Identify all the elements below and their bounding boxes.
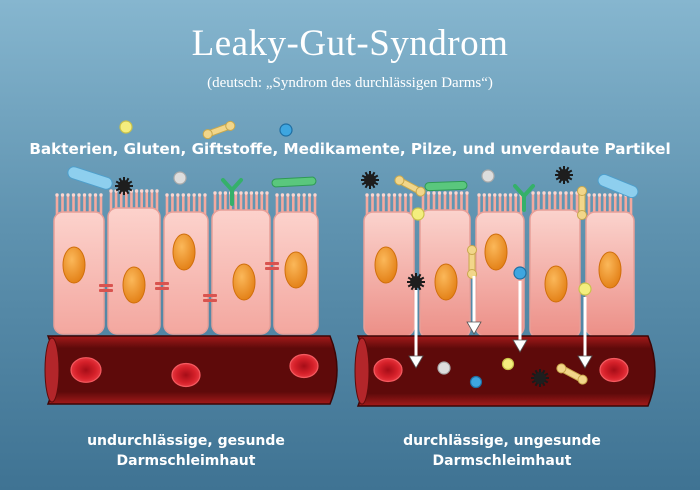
leaky-caption-line2: Darmschleimhaut [432, 453, 572, 469]
bacterium [115, 177, 133, 195]
bacterium [407, 273, 425, 291]
capsule-particle [67, 166, 113, 190]
tight-junction [265, 262, 279, 270]
fungus-particle [271, 176, 317, 188]
nucleus [484, 233, 508, 271]
page-title: Leaky-Gut-Syndrom [191, 23, 509, 64]
nucleus [122, 266, 146, 304]
capsule-particle [597, 173, 639, 199]
leaky-caption-line1: durchlässige, ungesunde [403, 433, 601, 449]
page-subtitle: (deutsch: „Syndrom des durchlässigen Dar… [207, 75, 493, 91]
red-blood-cell [171, 362, 201, 388]
toxin-particle [501, 357, 515, 371]
drug-particle [279, 123, 293, 137]
bacterium [361, 171, 379, 189]
gluten-particle [394, 175, 426, 197]
tight-junction [155, 282, 169, 290]
substances-label: Bakterien, Gluten, Giftstoffe, Medikamen… [29, 140, 671, 158]
undigested-particle [437, 361, 451, 375]
toxin-particle [578, 282, 592, 296]
penetration-arrow [512, 281, 528, 353]
y-shaped-particle [221, 178, 243, 206]
nucleus [598, 251, 622, 289]
bacterium [531, 369, 549, 387]
drug-particle [513, 266, 527, 280]
toxin-particle [119, 120, 133, 134]
gluten-particle [202, 120, 236, 140]
undigested-particle [481, 169, 495, 183]
nucleus [374, 246, 398, 284]
gluten-particle [467, 245, 477, 279]
nucleus [544, 265, 568, 303]
nucleus [434, 263, 458, 301]
gluten-particle [556, 363, 588, 385]
nucleus [232, 263, 256, 301]
drug-particle [469, 375, 483, 389]
fungus-particle [424, 180, 468, 192]
leaky-caption: durchlässige, ungesunde Darmschleimhaut [352, 431, 652, 471]
red-blood-cell [289, 353, 319, 379]
healthy-caption-line2: Darmschleimhaut [116, 453, 256, 469]
toxin-particle [411, 207, 425, 221]
undigested-particle [173, 171, 187, 185]
nucleus [172, 233, 196, 271]
nucleus [62, 246, 86, 284]
tight-junction [99, 284, 113, 292]
bacterium [555, 166, 573, 184]
epithelial-cell [163, 211, 209, 335]
nucleus [284, 251, 308, 289]
leaky-panel [354, 166, 656, 407]
red-blood-cell [70, 357, 102, 383]
penetration-arrow [577, 297, 593, 369]
healthy-panel [44, 120, 338, 405]
red-blood-cell [373, 357, 403, 383]
red-blood-cell [599, 357, 629, 383]
healthy-caption-line1: undurchlässige, gesunde [87, 433, 285, 449]
gluten-particle [577, 186, 587, 220]
penetration-arrow [466, 276, 482, 335]
healthy-caption: undurchlässige, gesunde Darmschleimhaut [36, 431, 336, 471]
blood-vessel [354, 335, 656, 407]
penetration-arrow [408, 290, 424, 369]
y-shaped-particle [513, 184, 535, 212]
tight-junction [203, 294, 217, 302]
